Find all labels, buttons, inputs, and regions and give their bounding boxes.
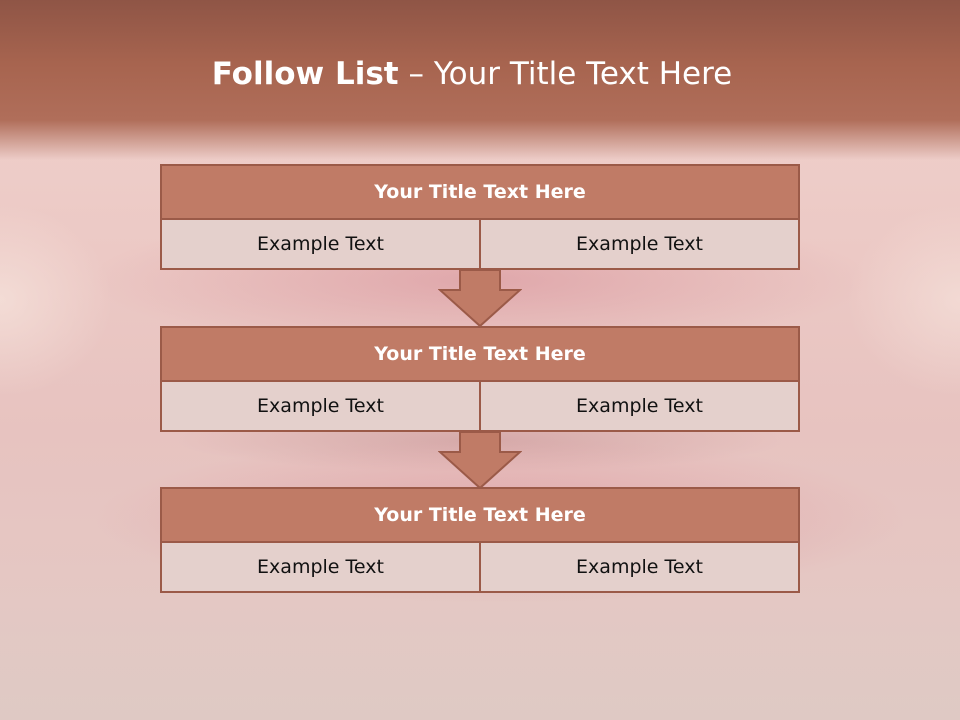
- slide-title: Follow List – Your Title Text Here: [0, 56, 944, 92]
- block-row: Example Text Example Text: [160, 543, 800, 593]
- block-cell-right: Example Text: [481, 543, 800, 593]
- block-cell-right: Example Text: [481, 382, 800, 432]
- list-block-3: Your Title Text Here Example Text Exampl…: [160, 487, 800, 593]
- block-title: Your Title Text Here: [160, 164, 800, 220]
- slide-title-strong: Follow List: [211, 56, 399, 92]
- down-arrow-icon: [438, 432, 522, 490]
- list-block-1: Your Title Text Here Example Text Exampl…: [160, 164, 800, 270]
- block-cell-left: Example Text: [160, 382, 481, 432]
- slide-title-rest: – Your Title Text Here: [398, 56, 733, 92]
- block-row: Example Text Example Text: [160, 220, 800, 270]
- down-arrow-icon: [438, 270, 522, 328]
- block-title: Your Title Text Here: [160, 326, 800, 382]
- title-bar: [0, 0, 960, 160]
- block-row: Example Text Example Text: [160, 382, 800, 432]
- block-title: Your Title Text Here: [160, 487, 800, 543]
- list-block-2: Your Title Text Here Example Text Exampl…: [160, 326, 800, 432]
- block-cell-right: Example Text: [481, 220, 800, 270]
- block-cell-left: Example Text: [160, 543, 481, 593]
- block-cell-left: Example Text: [160, 220, 481, 270]
